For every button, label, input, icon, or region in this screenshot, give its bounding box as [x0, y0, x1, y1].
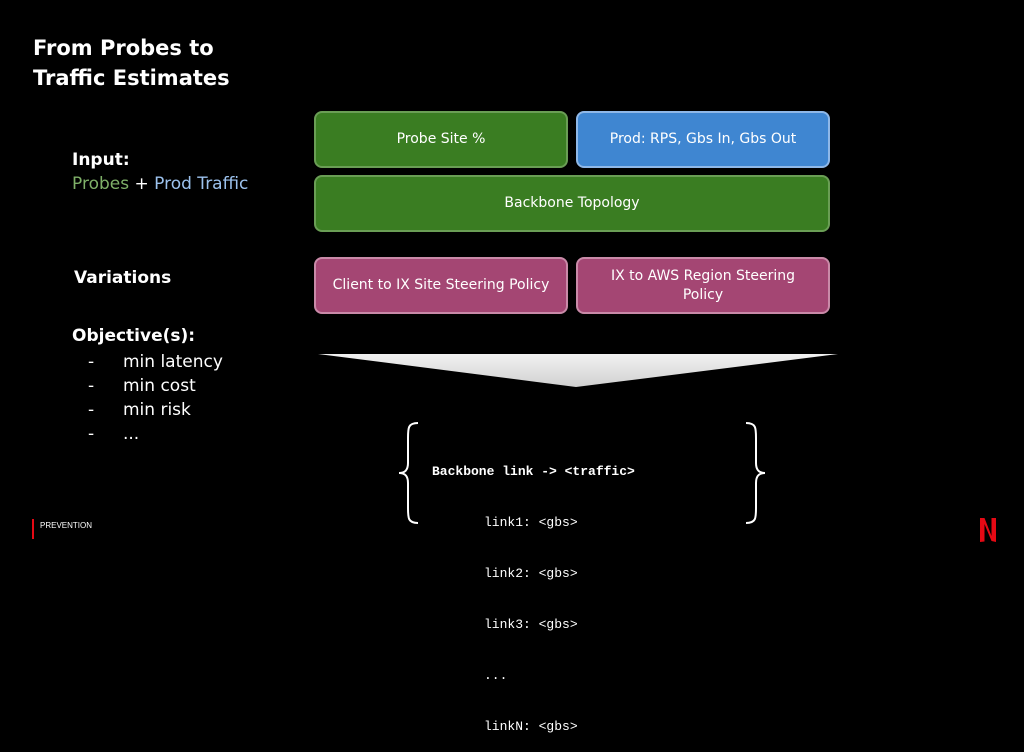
- footer-accent-bar: [32, 519, 34, 539]
- objective-text: min latency: [123, 352, 223, 372]
- input-plus-sign: +: [134, 174, 149, 194]
- page-title: From Probes to Traffic Estimates: [33, 33, 230, 93]
- ix-steering-policy-label: IX to AWS Region Steering Policy: [610, 267, 796, 303]
- input-sources: Probes + Prod Traffic: [72, 174, 248, 194]
- objective-text: min cost: [123, 376, 196, 396]
- objectives-list: - min latency - min cost - min risk -...: [88, 350, 223, 446]
- objective-text: ...: [123, 424, 140, 444]
- output-line: linkN: <gbs>: [484, 719, 578, 734]
- output-line: link2: <gbs>: [484, 566, 578, 581]
- output-line: link1: <gbs>: [484, 515, 578, 530]
- right-brace-icon: [745, 422, 766, 524]
- objective-dash: -: [88, 352, 95, 372]
- prod-traffic-label: Prod: RPS, Gbs In, Gbs Out: [609, 131, 797, 147]
- variations-heading: Variations: [74, 268, 172, 288]
- objectives-heading: Objective(s):: [72, 326, 196, 346]
- input-prod-traffic-label: Prod Traffic: [154, 174, 249, 194]
- prod-traffic-box: Prod: RPS, Gbs In, Gbs Out: [576, 111, 830, 168]
- objective-text: min risk: [123, 400, 191, 420]
- funnel-arrow-icon: [318, 354, 838, 387]
- objective-dash: -: [88, 400, 95, 420]
- objective-item: - min risk: [88, 398, 223, 422]
- objective-dash: -: [88, 424, 95, 444]
- netflix-logo-icon: [980, 518, 996, 542]
- client-steering-policy-box: Client to IX Site Steering Policy: [314, 257, 568, 314]
- ix-steering-policy-box: IX to AWS Region Steering Policy: [576, 257, 830, 314]
- objective-dash: -: [88, 376, 95, 396]
- probe-site-box: Probe Site %: [314, 111, 568, 168]
- output-line: ...: [484, 668, 508, 683]
- objective-item: -...: [88, 422, 223, 446]
- probe-site-label: Probe Site %: [396, 131, 486, 147]
- output-line: link3: <gbs>: [484, 617, 578, 632]
- objective-item: - min cost: [88, 374, 223, 398]
- input-heading: Input:: [72, 150, 130, 170]
- backbone-topology-box: Backbone Topology: [314, 175, 830, 232]
- input-probes-label: Probes: [72, 174, 130, 194]
- page-title-line-2: Traffic Estimates: [33, 66, 230, 90]
- traffic-output-block: Backbone link -> <traffic> link1: <gbs> …: [432, 429, 635, 752]
- backbone-topology-label: Backbone Topology: [504, 195, 640, 211]
- left-brace-icon: [398, 422, 419, 524]
- page-title-line-1: From Probes to: [33, 36, 214, 60]
- client-steering-policy-label: Client to IX Site Steering Policy: [332, 277, 550, 293]
- footer-label: PREVENTION: [40, 521, 93, 530]
- output-header: Backbone link -> <traffic>: [432, 464, 635, 479]
- objective-item: - min latency: [88, 350, 223, 374]
